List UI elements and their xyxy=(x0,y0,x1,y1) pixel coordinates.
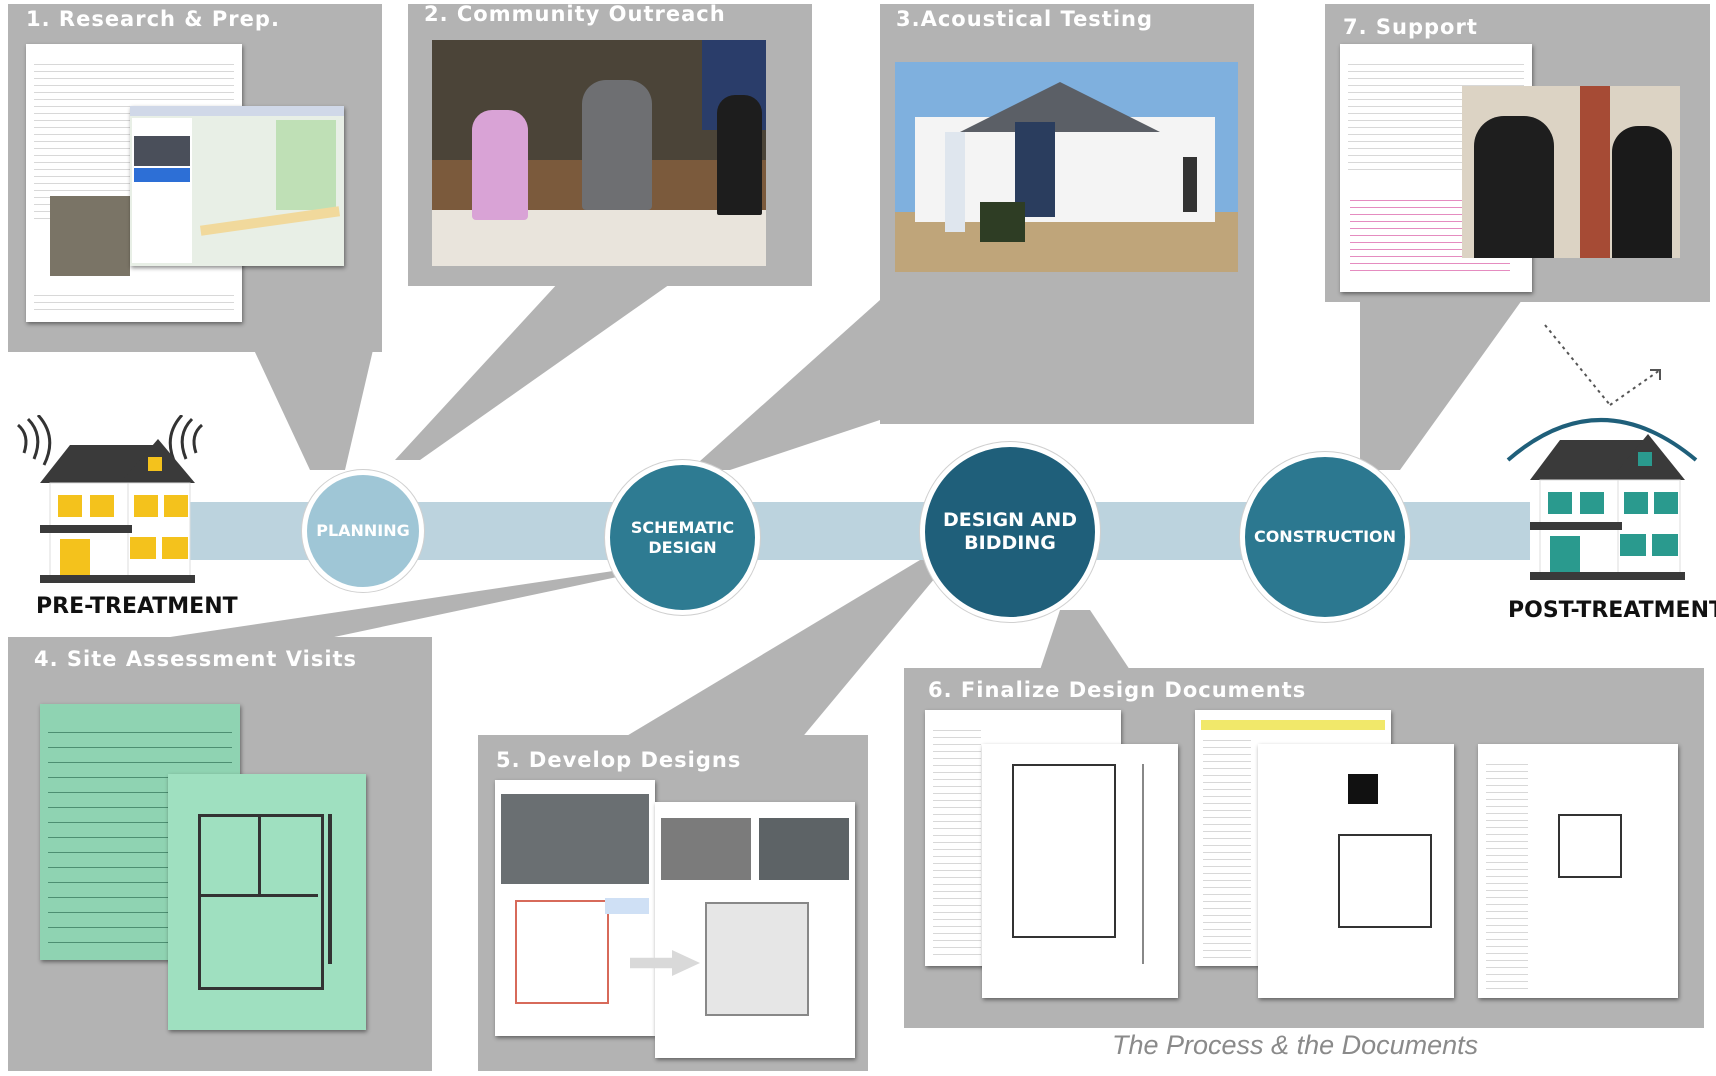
outreach-photo xyxy=(432,40,766,266)
step3-title: 3.Acoustical Testing xyxy=(896,7,1154,31)
site-sketch-plan xyxy=(168,774,366,1030)
stage-construction: CONSTRUCTION xyxy=(1240,452,1410,622)
acoustical-testing-photo xyxy=(895,62,1238,272)
stage-schematic-design: SCHEMATIC DESIGN xyxy=(605,460,760,615)
step2-title: 2. Community Outreach xyxy=(424,2,726,26)
building-photo xyxy=(50,196,130,276)
step6-title: 6. Finalize Design Documents xyxy=(928,678,1307,702)
map-screenshot xyxy=(130,106,344,266)
design-sheet-1 xyxy=(495,780,655,1036)
caption: The Process & the Documents xyxy=(1112,1030,1479,1060)
pre-treatment-house-icon xyxy=(16,415,204,583)
final-doc-1-floorplan xyxy=(982,744,1178,998)
connector-step4 xyxy=(150,570,650,640)
connector-step7 xyxy=(1360,275,1540,470)
design-sheet-2 xyxy=(655,802,855,1058)
post-treatment-label: POST-TREATMENT xyxy=(1508,598,1716,623)
stage-planning: PLANNING xyxy=(302,470,424,592)
connector-step6 xyxy=(1040,610,1130,670)
final-doc-2-floorplan xyxy=(1258,744,1454,998)
pre-treatment-label: PRE-TREATMENT xyxy=(36,594,238,619)
stage-construction-label: CONSTRUCTION xyxy=(1253,527,1397,547)
step4-title: 4. Site Assessment Visits xyxy=(34,647,358,671)
step5-title: 5. Develop Designs xyxy=(496,748,742,772)
connector-step1 xyxy=(240,320,380,470)
step7-title: 7. Support xyxy=(1343,15,1478,39)
stage-design-bidding-label: DESIGN AND BIDDING xyxy=(943,509,1077,554)
stage-design-bidding: DESIGN AND BIDDING xyxy=(920,442,1100,622)
stage-schematic-label: SCHEMATIC DESIGN xyxy=(630,518,735,557)
connector-step5 xyxy=(620,560,950,740)
stage-planning-label: PLANNING xyxy=(316,521,410,541)
connector-step2 xyxy=(395,270,690,460)
step1-title: 1. Research & Prep. xyxy=(26,7,280,31)
post-treatment-house-icon xyxy=(1506,324,1698,580)
support-photo xyxy=(1462,86,1680,258)
final-doc-3 xyxy=(1478,744,1678,998)
